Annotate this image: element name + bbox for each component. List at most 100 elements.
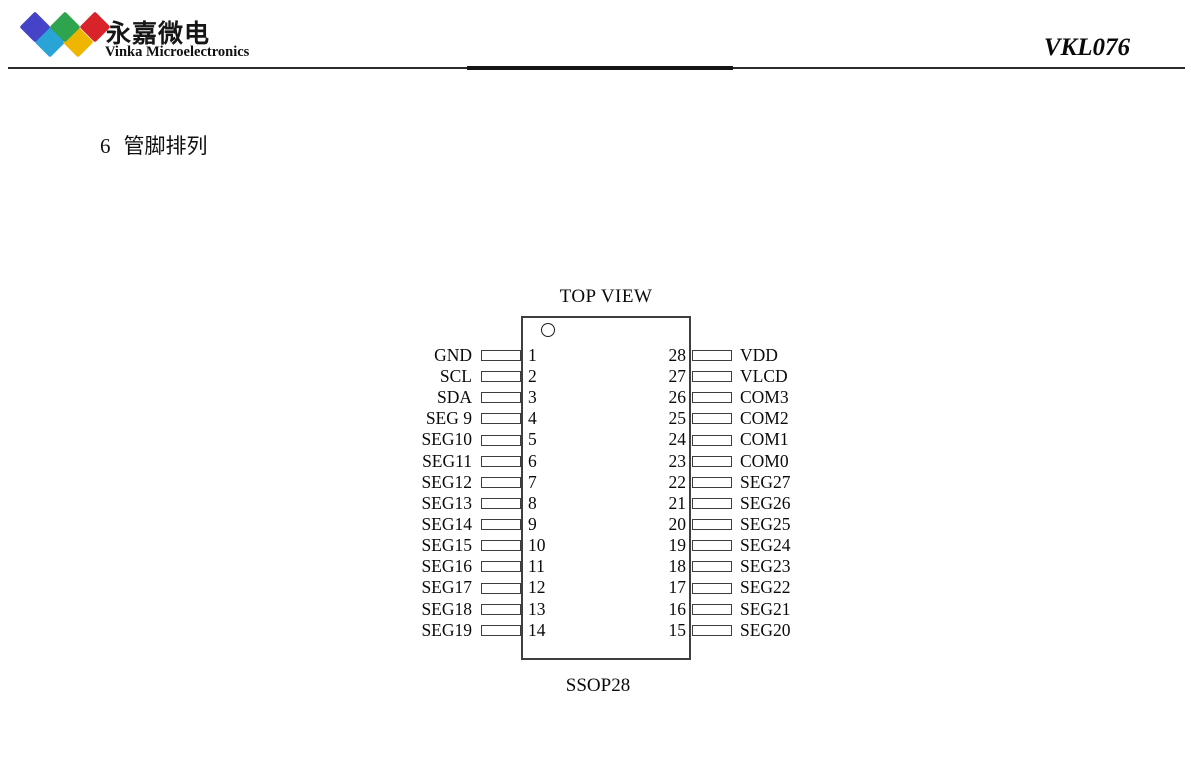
pin-label: COM2 <box>740 408 789 429</box>
pin-label: SEG17 <box>421 577 472 598</box>
pin-label: SEG12 <box>421 471 472 492</box>
pin-stub <box>481 540 521 552</box>
pin-label: SEG24 <box>740 535 791 556</box>
pin-label: SEG18 <box>421 598 472 619</box>
pin-number: 23 <box>668 450 687 471</box>
pin-number: 19 <box>668 535 687 556</box>
pin-stub <box>481 561 521 573</box>
pin-label: SEG11 <box>422 450 472 471</box>
pin-label: SEG14 <box>421 513 472 534</box>
pin-stub <box>692 434 732 446</box>
pin-number: 9 <box>528 513 537 534</box>
pin-stub <box>692 540 732 552</box>
pin-stub <box>692 350 732 362</box>
pin-stub <box>692 371 732 383</box>
pin-label: SDA <box>436 387 472 408</box>
pin-stub <box>692 519 732 531</box>
pin-row-19: 19 SEG24 <box>630 535 815 556</box>
pin-label: SEG13 <box>421 492 472 513</box>
pin-stub <box>692 624 732 636</box>
company-name-chinese: 永嘉微电 <box>106 19 211 48</box>
pin-stub <box>481 624 521 636</box>
pin-label: SEG19 <box>421 619 472 640</box>
pin-number: 8 <box>528 492 537 513</box>
pin-stub <box>692 476 732 488</box>
pin-row-13: SEG18 13 <box>390 599 565 620</box>
pin-row-8: SEG13 8 <box>390 493 565 514</box>
pin-row-21: 21 SEG26 <box>630 493 815 514</box>
section-heading: 6 管脚排列 <box>100 130 208 160</box>
pin-number: 28 <box>668 344 687 365</box>
pin-label: COM1 <box>740 429 789 450</box>
pin-row-26: 26 COM3 <box>630 387 815 408</box>
pin-label: SEG10 <box>421 429 472 450</box>
pin-stub <box>481 603 521 615</box>
pin-label: SCL <box>439 365 472 386</box>
pin-number: 14 <box>528 619 546 640</box>
pin-stub <box>692 413 732 425</box>
pin-label: SEG26 <box>740 492 791 513</box>
pin-number: 7 <box>528 471 537 492</box>
chip-body <box>521 316 691 660</box>
pin-stub <box>692 561 732 573</box>
pin-row-5: SEG10 5 <box>390 430 565 451</box>
pin-row-6: SEG11 6 <box>390 451 565 472</box>
pin-row-23: 23 COM0 <box>630 451 815 472</box>
header-rule-center-segment <box>467 66 733 70</box>
pin-number: 13 <box>528 598 546 619</box>
pin-label: SEG25 <box>740 513 791 534</box>
pin-stub <box>481 434 521 446</box>
pin-stub <box>481 371 521 383</box>
pin-stub <box>692 498 732 510</box>
part-number: VKL076 <box>1043 34 1130 61</box>
section-number: 6 <box>100 134 111 158</box>
pin-stub <box>692 582 732 594</box>
pin-label: SEG20 <box>740 619 791 640</box>
pin-number: 18 <box>668 556 687 577</box>
pin-stub <box>481 392 521 404</box>
pin-number: 21 <box>668 492 687 513</box>
company-logo: 永嘉微电 Vinka Microelectronics <box>0 0 249 66</box>
pin-label: VDD <box>740 344 778 365</box>
pin-stub <box>692 603 732 615</box>
company-name-english: Vinka Microelectronics <box>105 44 250 60</box>
pin-number: 12 <box>528 577 546 598</box>
pin-number: 5 <box>528 429 537 450</box>
pin-number: 10 <box>528 535 546 556</box>
pin-label: VLCD <box>740 365 788 386</box>
pin-label: COM0 <box>740 450 789 471</box>
pin-number: 6 <box>528 450 537 471</box>
pin-row-15: 15 SEG20 <box>630 620 815 641</box>
pin-label: SEG 9 <box>425 408 472 429</box>
pin-label: COM3 <box>740 387 789 408</box>
pin-row-14: SEG19 14 <box>390 620 565 641</box>
pin-stub <box>692 392 732 404</box>
pin-row-24: 24 COM1 <box>630 430 815 451</box>
pin-row-7: SEG12 7 <box>390 472 565 493</box>
pin-label: SEG27 <box>740 471 791 492</box>
pin-stub <box>692 455 732 467</box>
pin-row-12: SEG17 12 <box>390 578 565 599</box>
pin-stub <box>481 455 521 467</box>
pin-number: 26 <box>668 387 687 408</box>
pin-stub <box>481 476 521 488</box>
pin-stub <box>481 582 521 594</box>
pin-number: 1 <box>528 344 537 365</box>
pin-stub <box>481 519 521 531</box>
pin-number: 15 <box>668 619 687 640</box>
pin-label: SEG22 <box>740 577 791 598</box>
pin-row-28: 28 VDD <box>630 345 815 366</box>
pin-number: 27 <box>668 365 687 386</box>
section-title: 管脚排列 <box>123 134 208 158</box>
pin-number: 24 <box>668 429 687 450</box>
